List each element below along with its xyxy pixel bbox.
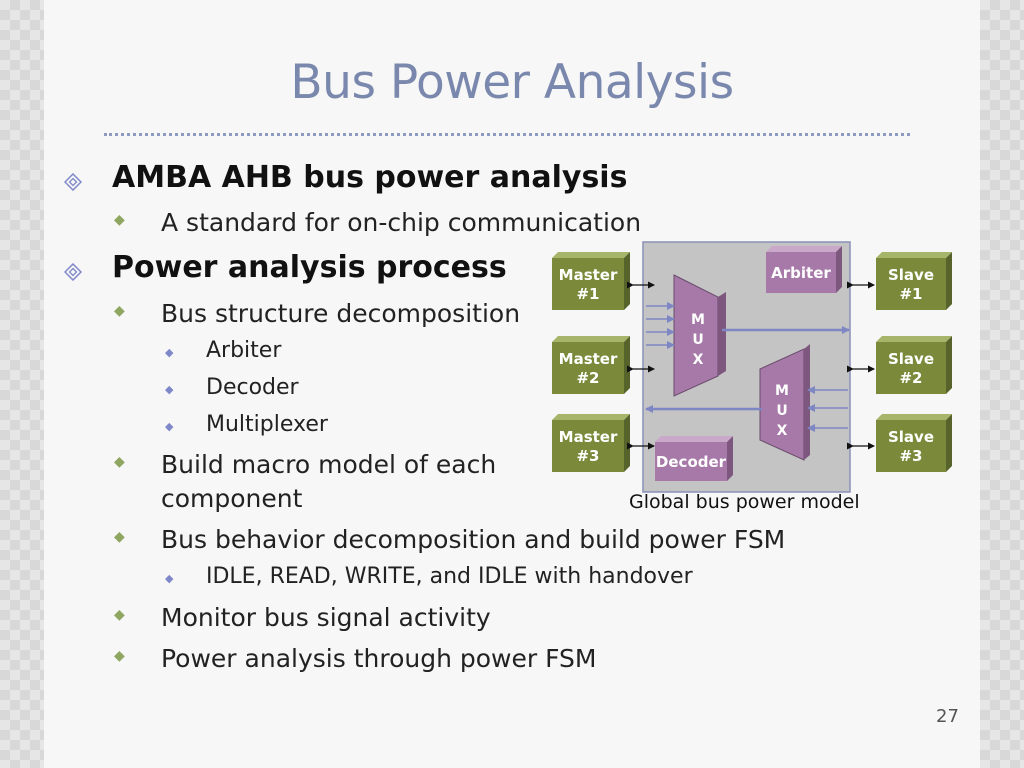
diamond-bullet-icon: ◆ — [114, 529, 125, 545]
bullet-arbiter: Arbiter — [206, 338, 282, 363]
bullet-macro-model-line2: component — [161, 484, 303, 513]
bullet-on-chip-standard: A standard for on-chip communication — [161, 208, 642, 237]
bullet-decoder: Decoder — [206, 375, 299, 400]
diamond-bullet-icon: ◆ — [114, 303, 125, 319]
bullet-power-analysis-process: Power analysis process — [112, 250, 507, 285]
diamond-bullet-icon — [64, 263, 82, 281]
diamond-bullet-icon: ◆ — [165, 420, 174, 433]
diamond-bullet-icon: ◆ — [165, 572, 174, 585]
slide-title: Bus Power Analysis — [290, 55, 734, 110]
title-divider — [104, 133, 910, 136]
diamond-bullet-icon: ◆ — [114, 212, 125, 228]
diamond-bullet-icon: ◆ — [114, 454, 125, 470]
bullet-bus-behavior: Bus behavior decomposition and build pow… — [161, 525, 786, 554]
bullet-multiplexer: Multiplexer — [206, 412, 328, 437]
page-number: 27 — [936, 706, 959, 727]
bullet-power-fsm: Power analysis through power FSM — [161, 644, 597, 673]
bullet-monitor-signal: Monitor bus signal activity — [161, 603, 491, 632]
bullet-fsm-states: IDLE, READ, WRITE, and IDLE with handove… — [206, 564, 693, 589]
diamond-bullet-icon: ◆ — [165, 383, 174, 396]
diamond-bullet-icon — [64, 173, 82, 191]
diamond-bullet-icon: ◆ — [165, 346, 174, 359]
diamond-bullet-icon: ◆ — [114, 648, 125, 664]
bullet-macro-model-line1: Build macro model of each — [161, 450, 497, 479]
bullet-bus-structure: Bus structure decomposition — [161, 299, 521, 328]
diamond-bullet-icon: ◆ — [114, 607, 125, 623]
bullet-amba-ahb: AMBA AHB bus power analysis — [112, 160, 628, 195]
